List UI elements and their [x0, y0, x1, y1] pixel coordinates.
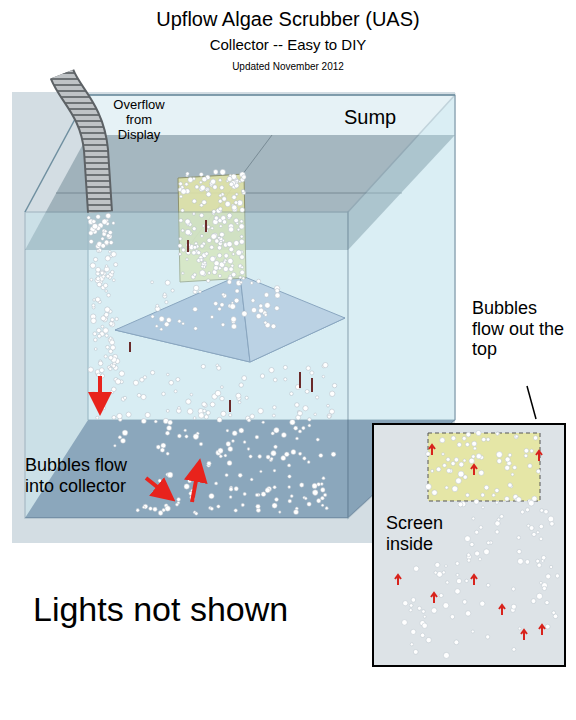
- flow-arrow: [192, 470, 198, 502]
- flow-label: Bubbles flow into collector: [25, 455, 150, 496]
- inset-panel: Screen inside: [372, 423, 566, 667]
- overflow-hose: [62, 74, 100, 212]
- date-note: Updated November 2012: [0, 61, 576, 73]
- algae-screen: [428, 433, 540, 501]
- flow-arrow: [98, 376, 102, 404]
- flow-label: Bubbles flow out the top: [472, 298, 566, 360]
- title: Upflow Algae Scrubber (UAS): [0, 8, 576, 31]
- tank-front: [25, 212, 348, 518]
- note: Lights not shown: [33, 590, 288, 629]
- small-arrows: [130, 220, 312, 412]
- hose-label: Overflow from Display: [108, 98, 170, 143]
- leader-line: [527, 386, 536, 419]
- node-text: Screen inside: [386, 513, 466, 554]
- overflow-hose: [62, 74, 100, 212]
- flow-arrow: [146, 478, 166, 494]
- subtitle: Collector -- Easy to DIY: [0, 36, 576, 53]
- tank-edge: [88, 94, 455, 96]
- sump-label: Sump: [344, 106, 396, 129]
